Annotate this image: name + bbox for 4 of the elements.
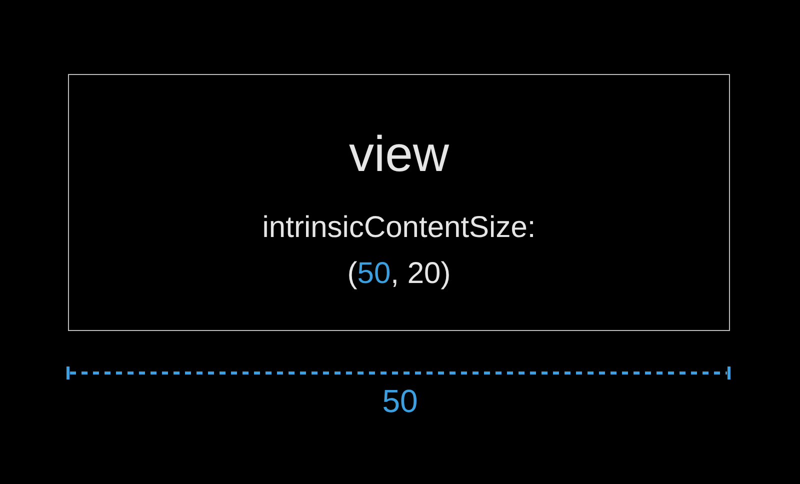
dimension-label: 50 xyxy=(381,382,419,420)
node-title: view xyxy=(348,125,450,184)
view-box xyxy=(68,74,730,331)
node-text: intrinsicContentSize: (50, 20) xyxy=(261,210,537,292)
